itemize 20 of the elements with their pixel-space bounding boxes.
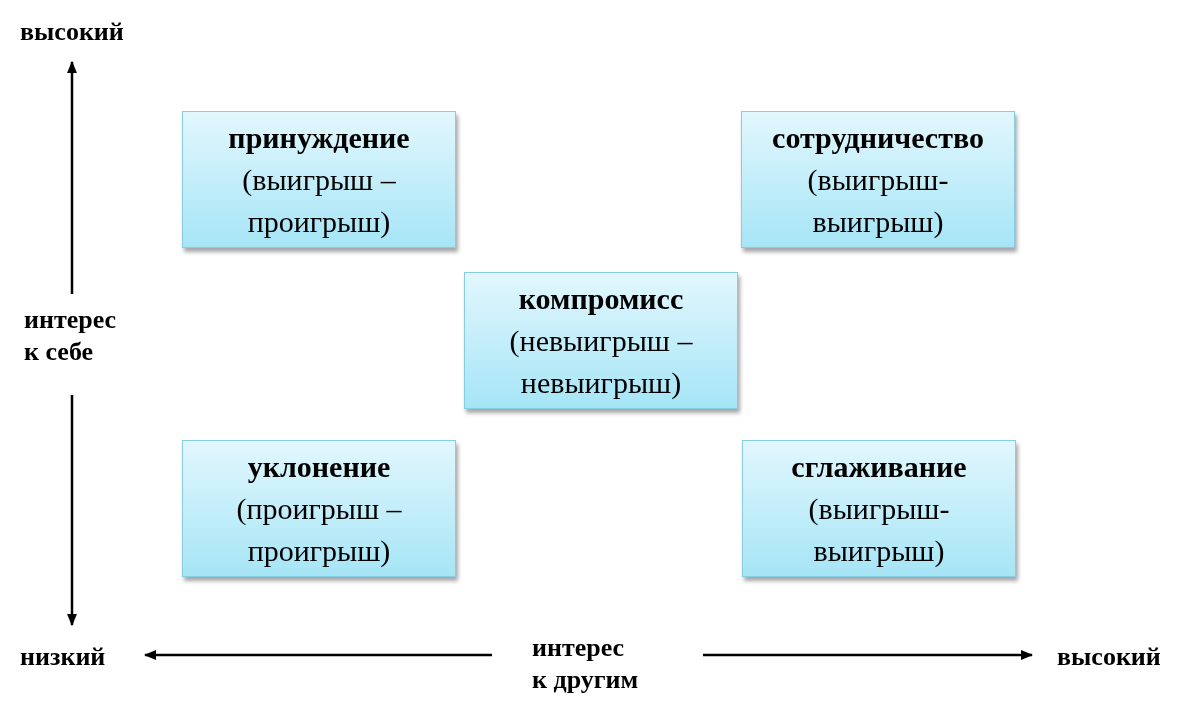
strategy-name: сглаживание — [791, 448, 967, 485]
axis-title: интерес к себе — [24, 304, 118, 368]
strategy-name: сотрудничество — [772, 119, 984, 156]
strategy-name: принуждение — [228, 119, 410, 156]
axis-end-label: высокий — [1057, 641, 1161, 673]
strategy-box — [464, 272, 738, 409]
strategy-box — [741, 111, 1015, 248]
outcome-text: (невыигрыш – невыигрыш) — [508, 322, 694, 401]
outcome-text: (выигрыш – проигрыш) — [241, 161, 397, 240]
axis-title: интерес к другим — [532, 632, 640, 696]
strategy-box — [742, 440, 1016, 577]
strategy-box — [182, 440, 456, 577]
strategy-box — [182, 111, 456, 248]
strategy-name: уклонение — [247, 448, 391, 485]
outcome-text: (выигрыш- выигрыш) — [806, 161, 950, 240]
axis-end-label: высокий — [20, 16, 124, 48]
outcome-text: (выигрыш- выигрыш) — [807, 490, 951, 569]
outcome-text: (проигрыш – проигрыш) — [235, 490, 403, 569]
axis-end-label: низкий — [20, 641, 106, 673]
strategy-name: компромисс — [518, 280, 684, 317]
